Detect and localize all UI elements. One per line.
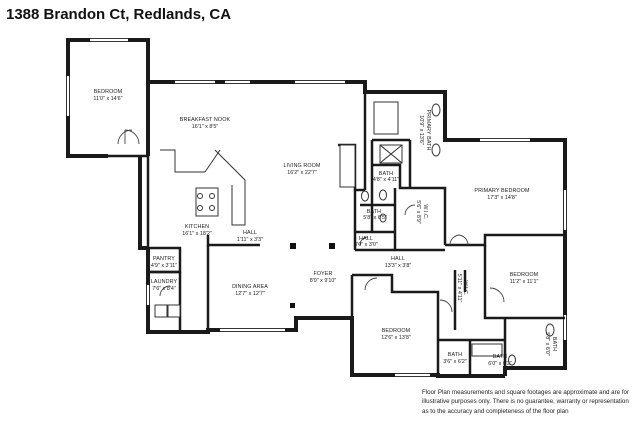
room-name: BREAKFAST NOOK <box>180 117 231 123</box>
room-dim: 16'2" x 22'7" <box>287 170 317 176</box>
room-dim: 13'3" x 3'8" <box>385 263 412 269</box>
room-name: BEDROOM <box>510 272 539 278</box>
sink-icon <box>431 103 441 117</box>
room-name: BATH <box>367 209 381 215</box>
room-dim: 7'6" x 8'4" <box>152 286 176 292</box>
room-name: W.I.C. <box>422 204 428 219</box>
washer-icon <box>154 304 168 318</box>
room-dim: 11'0" x 14'6" <box>93 96 122 102</box>
room-dim: 11'2" x 11'1" <box>510 279 539 285</box>
room-dim: 3'0" x 3'0" <box>354 242 378 248</box>
stove-burner-icon <box>197 193 203 199</box>
room-dim: 16'1" x 8'5" <box>192 124 219 130</box>
room-dim: 5'6" x 8'9" <box>415 200 421 224</box>
sink-icon-3 <box>379 213 387 223</box>
posts <box>290 243 335 308</box>
room-name: PANTRY <box>153 256 175 262</box>
exterior-walls <box>66 38 567 378</box>
room-name: BATH <box>379 171 393 177</box>
room-name: PRIMARY BEDROOM <box>474 188 530 194</box>
stove-burner-icon-2 <box>209 193 215 199</box>
room-name: LIVING ROOM <box>283 163 320 169</box>
room-dim: 10'9" x 13'6" <box>418 115 424 145</box>
doors <box>117 129 505 313</box>
room-name: BATH <box>448 352 462 358</box>
room-name: BATH <box>551 337 557 351</box>
toilet-icon <box>379 189 387 201</box>
disclaimer-text: Floor Plan measurements and square foota… <box>422 389 630 415</box>
room-dim: 8'9" x 9'10" <box>310 278 337 284</box>
room-name: W.I.C. <box>462 280 468 295</box>
left-wall <box>138 156 148 250</box>
room-name: BEDROOM <box>382 328 411 334</box>
toilet-icon-4 <box>508 354 516 366</box>
room-dim: 5'8" x 6'5" <box>363 215 387 221</box>
sink-icon-2 <box>431 143 441 157</box>
main-top-wall <box>148 80 567 300</box>
dryer-icon <box>167 304 181 318</box>
room-dim: 5'8" x 6'0" <box>544 332 550 356</box>
room-name: HALL <box>243 230 257 236</box>
room-name: KITCHEN <box>185 224 209 230</box>
toilet-icon-2 <box>361 190 369 202</box>
toilet-icon-3 <box>545 323 555 337</box>
room-dim: 4'8" x 4'11" <box>373 177 399 183</box>
windows <box>66 38 567 377</box>
room-labels: BEDROOM 11'0" x 14'6" BREAKFAST NOOK 16'… <box>93 89 557 367</box>
bottom-wall <box>146 248 505 378</box>
tub-surround <box>373 101 399 135</box>
fireplace-icon <box>339 144 356 188</box>
room-dim: 12'6" x 13'8" <box>381 335 411 341</box>
stove-burner-icon-3 <box>197 205 203 211</box>
room-dim: 17'3" x 14'8" <box>487 195 517 201</box>
room-dim: 6'0" x 6'2" <box>488 361 512 367</box>
room-name: BATH <box>493 354 507 360</box>
stove-burner-icon-4 <box>209 205 215 211</box>
bathtub-icon-2 <box>471 343 503 357</box>
room-name: LAUNDRY <box>151 279 178 285</box>
room-dim: 16'1" x 18'2" <box>182 231 212 237</box>
room-dim: 5'11" x 4'11" <box>456 274 462 303</box>
bedroom-top-left-wall <box>66 38 150 158</box>
room-name: FOYER <box>313 271 332 277</box>
room-dim: 4'9" x 3'11" <box>151 263 177 269</box>
room-name: HALL <box>359 236 373 242</box>
room-dim: 12'7" x 12'7" <box>235 291 265 297</box>
fixtures <box>154 101 555 366</box>
room-dim: 1'11" x 3'3" <box>237 237 263 243</box>
room-name: PRIMARY BATH <box>425 109 431 150</box>
room-name: HALL <box>391 256 405 262</box>
room-name: DINING AREA <box>232 284 268 290</box>
room-dim: 3'6" x 6'2" <box>443 359 467 365</box>
page-title: 1388 Brandon Ct, Redlands, CA <box>6 6 232 23</box>
room-name: BEDROOM <box>94 89 123 95</box>
